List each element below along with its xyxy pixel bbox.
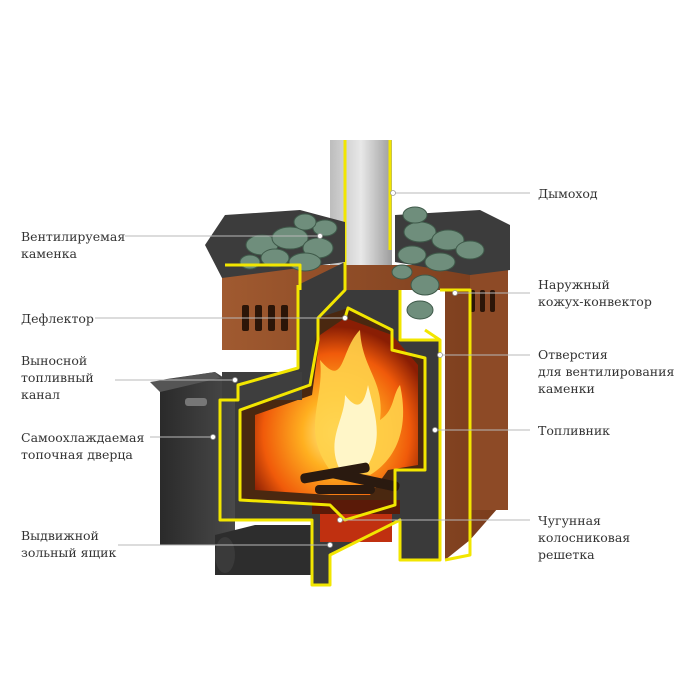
label-outer-casing: Наружный кожух-конвектор [538, 277, 652, 309]
label-ventilated-stones: Вентилируемая каменка [21, 229, 126, 261]
label-firebox: Топливник [538, 423, 610, 438]
label-ash-drawer: Выдвижной зольный ящик [21, 528, 117, 560]
ash-drawer-shape [215, 525, 312, 575]
label-chimney: Дымоход [538, 186, 598, 201]
label-grate: Чугунная колосниковая решетка [538, 513, 631, 562]
sauna-stones [239, 206, 485, 320]
outer-casing-shape [222, 265, 508, 560]
label-fire-door: Самоохлаждаемая топочная дверца [21, 430, 145, 462]
label-fuel-channel: Выносной топливный канал [21, 353, 94, 402]
stove-body [222, 262, 440, 585]
label-deflector: Дефлектор [21, 311, 94, 326]
label-vent-holes: Отверстия для вентилирования каменки [538, 347, 675, 396]
